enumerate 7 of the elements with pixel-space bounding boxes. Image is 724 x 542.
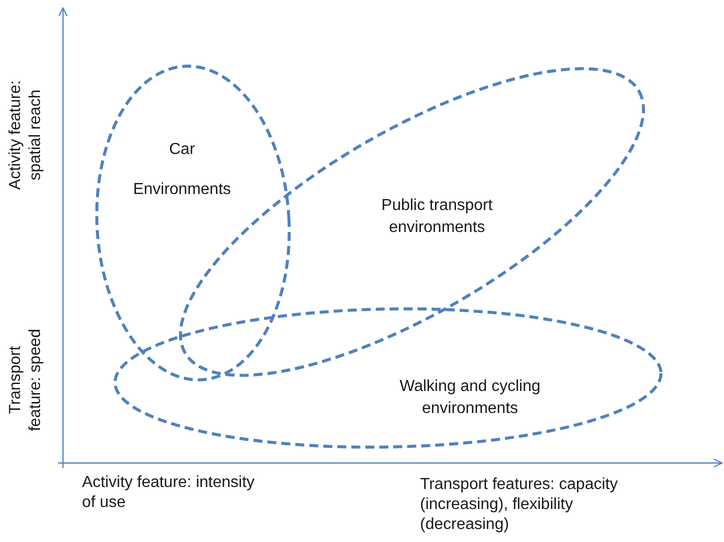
axis-title: Transport feature: speed xyxy=(6,328,45,434)
axis-label: Transport features: capacity (increasing), flexibility (decreasing) xyxy=(420,475,619,535)
region-label: Car Environments xyxy=(132,140,232,200)
region-label: Public transport environments xyxy=(380,196,494,238)
axis-label: Activity feature: intensity of use xyxy=(82,473,256,513)
region-label: Walking and cycling environments xyxy=(398,377,542,419)
axis-title: Activity feature: spatial reach xyxy=(6,79,45,192)
